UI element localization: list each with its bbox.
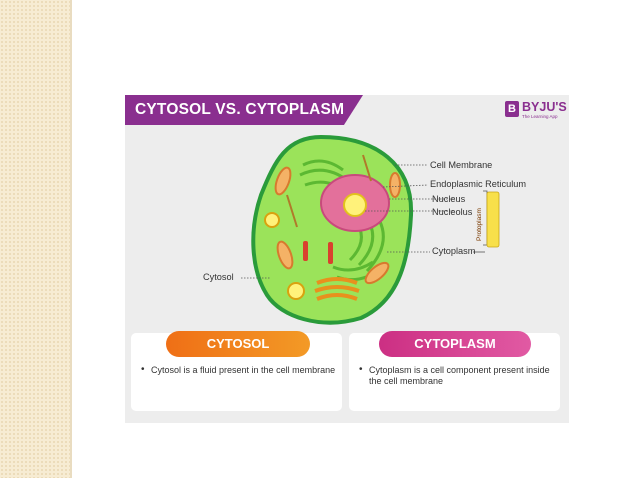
label-cytosol: Cytosol [203,272,234,282]
logo-tagline: The Learning App [522,114,558,119]
decorative-sidebar [0,0,70,478]
label-cell-membrane: Cell Membrane [430,160,493,170]
protoplasm-bracket [483,190,488,246]
nucleolus-shape [343,193,367,217]
infographic-slide: CYTOSOL VS. CYTOPLASM B BYJU'S The Learn… [125,95,569,423]
cell-diagram [241,134,500,325]
logo-mark: B [505,101,519,117]
cytoplasm-definition: Cytoplasm is a cell component present in… [359,365,559,386]
label-nucleolus: Nucleolus [432,207,473,217]
cytoplasm-title-pill: CYTOPLASM [379,331,531,357]
label-endoplasmic-reticulum: Endoplasmic Reticulum [430,179,526,189]
byjus-logo: B BYJU'S The Learning App [505,99,567,125]
label-nucleus: Nucleus [432,194,466,204]
logo-name: BYJU'S [522,100,567,114]
filament-line [286,194,298,228]
label-protoplasm: Protoplasm [476,208,483,241]
organelle-rod [303,241,308,261]
filament-line [362,154,372,182]
organelle-rod [328,242,333,264]
cytosol-definition: Cytosol is a fluid present in the cell m… [141,365,341,376]
title-banner [125,95,363,125]
cytosol-title-pill: CYTOSOL [166,331,310,357]
sidebar-divider [70,0,72,478]
leader-lines [241,164,455,279]
vesicle-shape [287,282,305,300]
label-cytoplasm: Cytoplasm [432,246,476,256]
vesicle-shape [264,212,280,228]
mitochondria-shapes [274,166,401,285]
page-title: CYTOSOL VS. CYTOPLASM [135,101,345,118]
golgi-shape [314,277,360,301]
